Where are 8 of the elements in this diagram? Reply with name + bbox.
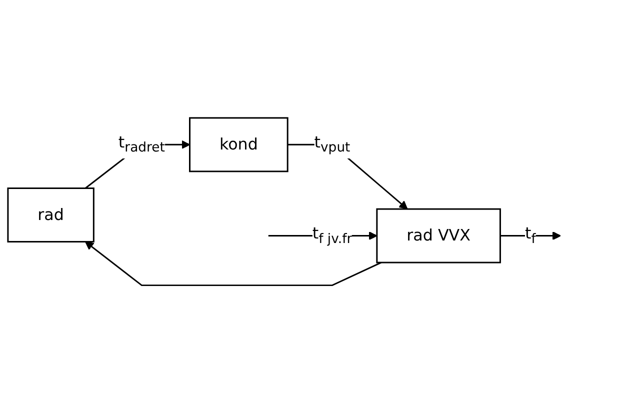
edge-label: t$_{radret}$: [118, 133, 165, 156]
node-box: rad: [7, 188, 94, 243]
edge-label: t$_{f jv.fr}$: [312, 224, 352, 248]
edge-label: t$_{vput}$: [314, 133, 350, 156]
node-box: kond: [189, 118, 288, 173]
node-box: rad VVX: [376, 208, 501, 264]
edge-label: t$_{f}$: [524, 224, 536, 248]
arrow: [84, 242, 382, 286]
